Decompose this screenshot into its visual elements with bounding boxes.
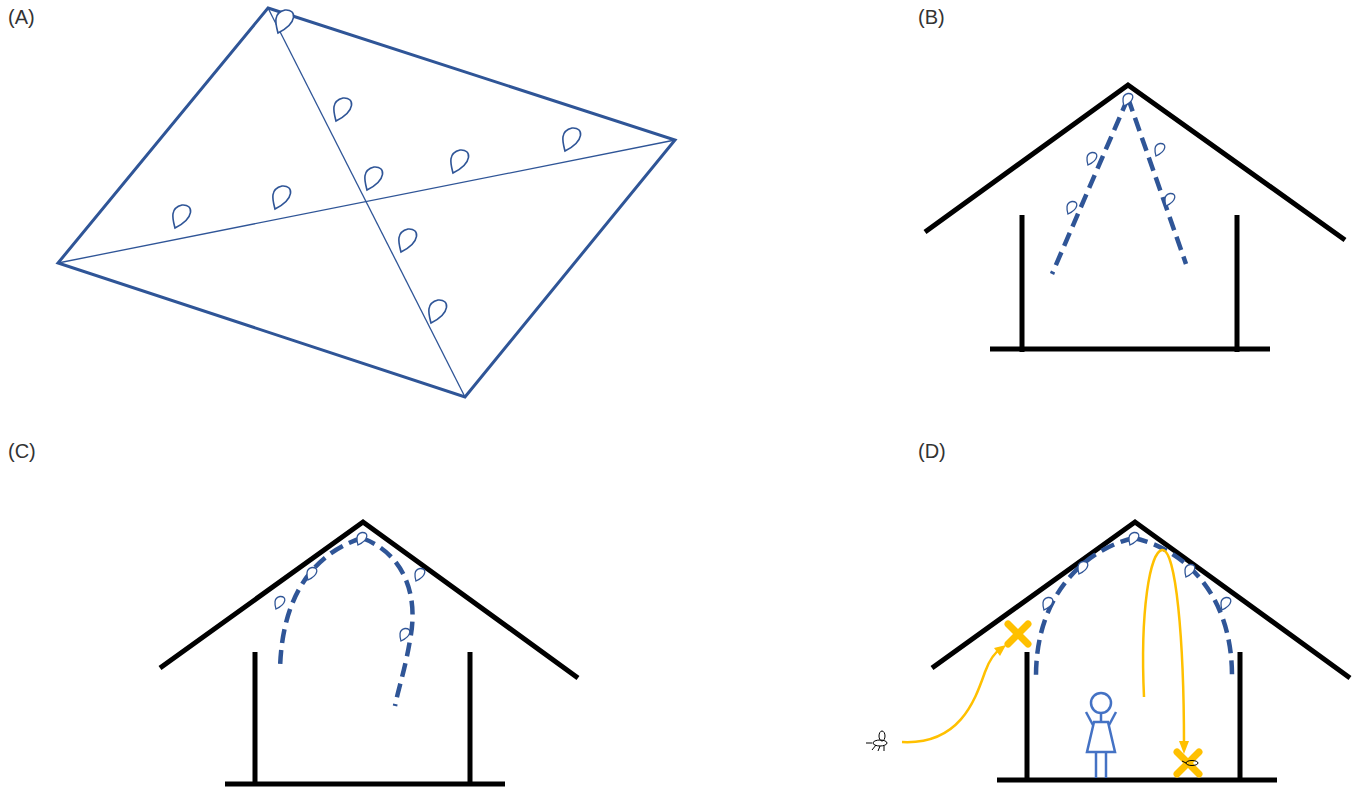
mosquito bbox=[866, 731, 887, 751]
net-hanging-c bbox=[275, 532, 425, 706]
net-hanging-d bbox=[1036, 532, 1232, 676]
house-d bbox=[932, 522, 1350, 782]
house-c bbox=[160, 522, 578, 786]
panel-label: (B) bbox=[918, 6, 945, 29]
person bbox=[1086, 693, 1116, 778]
net-hanging-b bbox=[1052, 93, 1186, 274]
blocked-mark bbox=[1008, 624, 1028, 644]
panel-label: (A) bbox=[8, 6, 35, 29]
mosquito bbox=[1182, 761, 1198, 766]
bed-net-flat bbox=[58, 8, 675, 397]
killed-mark bbox=[1177, 752, 1199, 774]
mosquito-path bbox=[902, 645, 1006, 742]
house-b bbox=[925, 85, 1345, 352]
panel-label: (C) bbox=[8, 440, 36, 463]
panel-label: (D) bbox=[918, 440, 946, 463]
mosquito-path bbox=[1143, 550, 1189, 754]
